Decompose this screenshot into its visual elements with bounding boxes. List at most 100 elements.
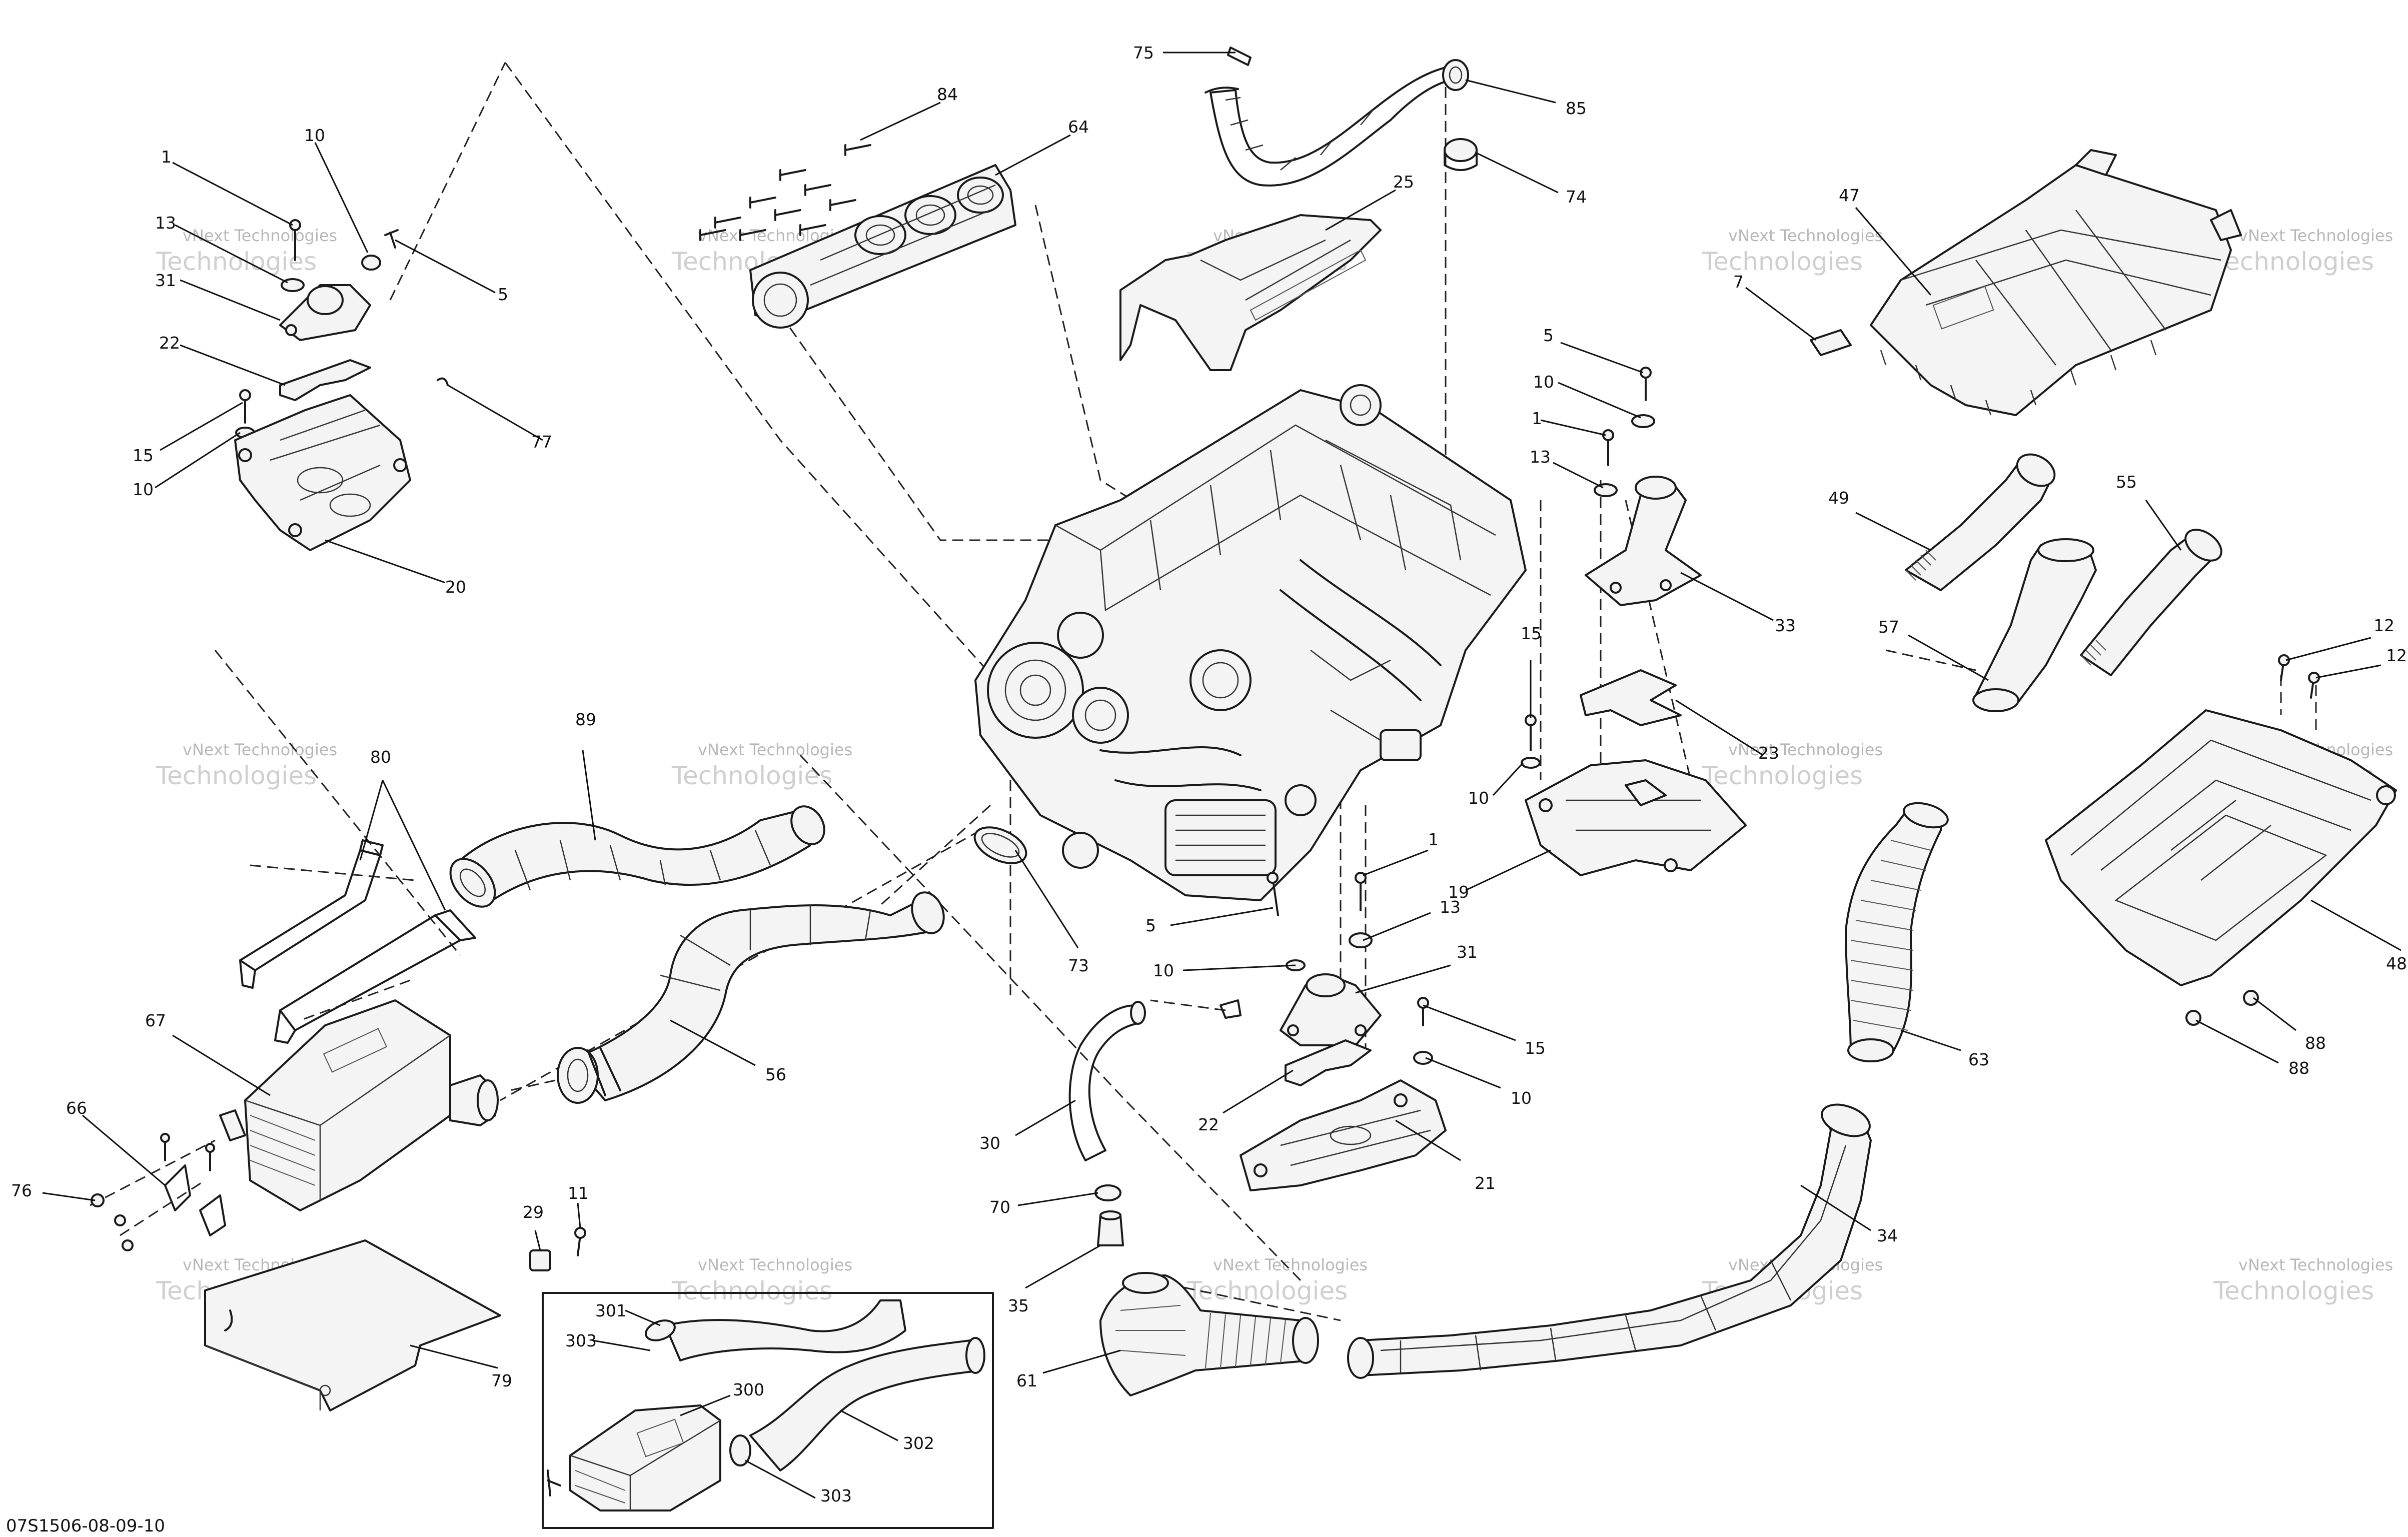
callout-79: 79 (491, 1371, 512, 1390)
clip-77 (437, 377, 449, 386)
corrugated-hose-63 (1845, 802, 1949, 1062)
washer-10-lower-right (1413, 1051, 1433, 1065)
watermark: vNext Technologies Technologies (1702, 740, 1883, 790)
watermark: vNext Technologies Technologies (156, 740, 337, 790)
washer-10-upper-left (361, 255, 381, 271)
engine-mount-33 (1585, 476, 1702, 606)
assembly-dashed-lines (90, 62, 2317, 1321)
bolts-84 (699, 144, 871, 241)
callout-25: 25 (1393, 172, 1414, 192)
nut-76 (91, 1193, 134, 1251)
heat-shield-79 (204, 1239, 501, 1411)
callout-31-upper: 31 (155, 271, 176, 290)
callout-12-left: 12 (2373, 616, 2394, 635)
long-air-duct-34 (1347, 1103, 1872, 1379)
screw-12-left (2278, 654, 2290, 681)
fitting-35 (1097, 1210, 1124, 1246)
clip-30-end (1220, 999, 1242, 1019)
callout-47: 47 (1839, 186, 1860, 205)
callout-10-upper-left: 10 (304, 126, 325, 145)
watermark: vNext Technologies Technologies (156, 226, 337, 276)
callout-22-upper: 22 (159, 333, 180, 353)
svg-text:vNext Technologies: vNext Technologies (183, 226, 337, 245)
intercooler-67 (219, 999, 499, 1211)
watermark: vNext Technologies Technologies (671, 740, 852, 790)
airbox-base-48 (2045, 709, 2397, 986)
airbox-cover-47 (1870, 149, 2242, 416)
callout-labels: 75 85 74 84 64 25 1 10 13 31 5 22 77 15 … (11, 43, 2407, 1505)
bolt-1-right (1602, 429, 1614, 466)
callout-35: 35 (1008, 1296, 1029, 1315)
callout-67: 67 (145, 1011, 166, 1030)
callout-15-right: 15 (1521, 624, 1542, 643)
screw-12-right (2308, 672, 2320, 699)
bolt-1-upper-left (289, 219, 301, 261)
callout-11: 11 (568, 1183, 589, 1203)
svg-text:vNext Technologies: vNext Technologies (1728, 740, 1883, 759)
callout-33: 33 (1775, 616, 1796, 635)
callout-76: 76 (11, 1181, 32, 1200)
callout-55: 55 (2116, 472, 2137, 492)
corrugated-elbow-61 (1099, 1272, 1319, 1396)
svg-text:Technologies: Technologies (2213, 1276, 2374, 1305)
watermark: vNext Technologies Technologies (2213, 1255, 2393, 1305)
callout-1-lower: 1 (1428, 830, 1439, 849)
watermark: vNext Technologies Technologies (2213, 226, 2393, 276)
svg-text:vNext Technologies: vNext Technologies (2238, 226, 2393, 245)
plate-23 (1580, 669, 1682, 726)
callout-1-right: 1 (1532, 409, 1542, 428)
callout-48: 48 (2386, 954, 2407, 973)
callout-1-upper-left: 1 (161, 147, 172, 167)
svg-text:vNext Technologies: vNext Technologies (698, 740, 852, 759)
callout-31-lower: 31 (1457, 942, 1478, 962)
callout-70: 70 (989, 1197, 1010, 1217)
clamp-70 (1094, 1184, 1121, 1201)
callout-303-upper: 303 (565, 1331, 597, 1350)
clip-75 (1227, 47, 1252, 66)
nut-29 (529, 1249, 551, 1271)
callout-89: 89 (575, 710, 596, 729)
screw-5-upper-left (384, 229, 399, 249)
clamp-73 (973, 826, 1027, 864)
callout-19: 19 (1448, 882, 1469, 902)
svg-text:vNext Technologies: vNext Technologies (698, 1255, 852, 1274)
callout-84: 84 (937, 85, 958, 104)
svg-text:vNext Technologies: vNext Technologies (2238, 1255, 2393, 1274)
callout-73: 73 (1068, 956, 1089, 975)
svg-text:Technologies: Technologies (156, 247, 317, 276)
support-bracket-20 (234, 394, 411, 551)
svg-text:Technologies: Technologies (1702, 761, 1863, 790)
callout-302: 302 (903, 1433, 934, 1453)
bolt-15-upper-left (235, 389, 255, 439)
screw-5-right (1640, 367, 1652, 401)
callout-10-upper-left-2: 10 (133, 480, 154, 499)
label-7 (1810, 329, 1852, 356)
callout-66: 66 (66, 1098, 87, 1118)
bolt-1-lower (1355, 872, 1367, 911)
svg-text:Technologies: Technologies (1186, 1276, 1348, 1305)
watermark: vNext Technologies Technologies (671, 1255, 852, 1305)
callout-21: 21 (1475, 1173, 1496, 1193)
callout-15-lower: 15 (1525, 1038, 1546, 1058)
callout-10-right: 10 (1533, 372, 1554, 392)
plate-22-upper (279, 359, 371, 401)
inset-alt-intercooler (542, 1292, 994, 1529)
callout-34: 34 (1877, 1226, 1898, 1245)
figure-code: 07S1506-08-09-10 (6, 1516, 165, 1536)
callout-5-right: 5 (1543, 326, 1554, 345)
callout-303-lower: 303 (820, 1486, 852, 1505)
intake-duct-55 (2080, 529, 2222, 676)
callout-10-lower: 10 (1153, 961, 1174, 980)
bolt-11 (574, 1227, 586, 1256)
svg-text:Technologies: Technologies (156, 761, 317, 790)
callout-300: 300 (733, 1380, 764, 1399)
bolt-15-lower (1417, 997, 1429, 1026)
callout-13-lower: 13 (1440, 897, 1461, 917)
callout-13-upper-left: 13 (155, 213, 176, 233)
hose-30 (1068, 1001, 1146, 1161)
grommet-88-left (2185, 1010, 2201, 1026)
callout-301: 301 (595, 1301, 627, 1320)
exhaust-manifold-64 (749, 164, 1016, 329)
intake-duct-57 (1972, 538, 2097, 712)
